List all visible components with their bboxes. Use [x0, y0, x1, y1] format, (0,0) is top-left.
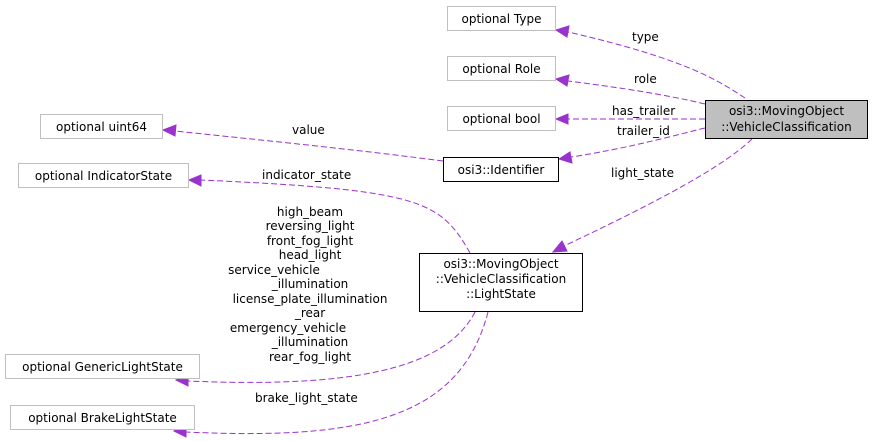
svg-text:osi3::MovingObject: osi3::MovingObject — [443, 257, 558, 271]
edge-label-generic-7: _rear — [294, 306, 325, 320]
svg-text:optional BrakeLightState: optional BrakeLightState — [28, 411, 177, 425]
edge-label-generic-8: emergency_vehicle — [230, 321, 346, 335]
edge-label-brake-light-state: brake_light_state — [255, 391, 358, 405]
svg-text:optional Type: optional Type — [461, 12, 541, 26]
edge-indicator-state: indicator_state — [187, 168, 471, 254]
svg-text:::LightState: ::LightState — [466, 287, 536, 301]
edge-label-role: role — [634, 72, 657, 86]
node-light-state[interactable]: osi3::MovingObject ::VehicleClassificati… — [419, 253, 583, 312]
node-optional-generic-light-state[interactable]: optional GenericLightState — [5, 354, 200, 379]
node-identifier[interactable]: osi3::Identifier — [443, 157, 559, 182]
svg-text:optional uint64: optional uint64 — [56, 120, 147, 134]
edge-light-state: light_state — [551, 138, 753, 253]
edge-type: type — [554, 25, 746, 99]
edge-label-has-trailer: has_trailer — [612, 104, 675, 118]
edge-label-light-state: light_state — [611, 166, 674, 180]
edge-label-generic-0: high_beam — [277, 205, 343, 219]
node-optional-type[interactable]: optional Type — [447, 6, 556, 31]
edge-label-type: type — [632, 30, 659, 44]
svg-text:optional bool: optional bool — [462, 112, 540, 126]
node-optional-brake-light-state[interactable]: optional BrakeLightState — [10, 405, 195, 430]
edge-has-trailer: has_trailer — [554, 104, 705, 125]
edge-label-generic-3: head_light — [279, 248, 342, 262]
svg-text:osi3::Identifier: osi3::Identifier — [458, 163, 545, 177]
svg-text:::VehicleClassification: ::VehicleClassification — [436, 272, 566, 286]
edge-label-trailer-id: trailer_id — [617, 124, 670, 138]
edge-label-generic-9: _illumination — [271, 335, 349, 349]
edge-value: value — [161, 123, 444, 162]
edge-label-generic-2: front_fog_light — [267, 234, 354, 248]
node-optional-indicator-state[interactable]: optional IndicatorState — [18, 163, 189, 188]
edge-label-generic-10: rear_fog_light — [269, 350, 351, 364]
svg-text:optional Role: optional Role — [462, 62, 540, 76]
edge-label-generic-6: license_plate_illumination — [233, 292, 388, 306]
edge-label-generic-5: _illumination — [271, 277, 349, 291]
edge-label-generic-1: reversing_light — [266, 219, 355, 233]
edge-role: role — [554, 72, 706, 105]
edge-brake-light-state: brake_light_state — [172, 311, 489, 438]
svg-text:optional GenericLightState: optional GenericLightState — [22, 360, 183, 374]
node-optional-bool[interactable]: optional bool — [447, 106, 556, 131]
edge-generic-light-state: high_beam reversing_light front_fog_ligh… — [174, 205, 476, 387]
svg-text:optional IndicatorState: optional IndicatorState — [35, 169, 172, 183]
svg-text:::VehicleClassification: ::VehicleClassification — [721, 120, 851, 134]
node-optional-uint64[interactable]: optional uint64 — [40, 114, 163, 139]
edge-label-indicator-state: indicator_state — [262, 168, 351, 182]
edge-trailer-id: trailer_id — [557, 124, 706, 164]
node-vehicle-classification[interactable]: osi3::MovingObject ::VehicleClassificati… — [705, 100, 868, 139]
edge-label-value: value — [292, 123, 325, 137]
svg-text:osi3::MovingObject: osi3::MovingObject — [729, 104, 844, 118]
edge-label-generic-4: service_vehicle — [228, 263, 320, 277]
node-optional-role[interactable]: optional Role — [447, 56, 556, 81]
